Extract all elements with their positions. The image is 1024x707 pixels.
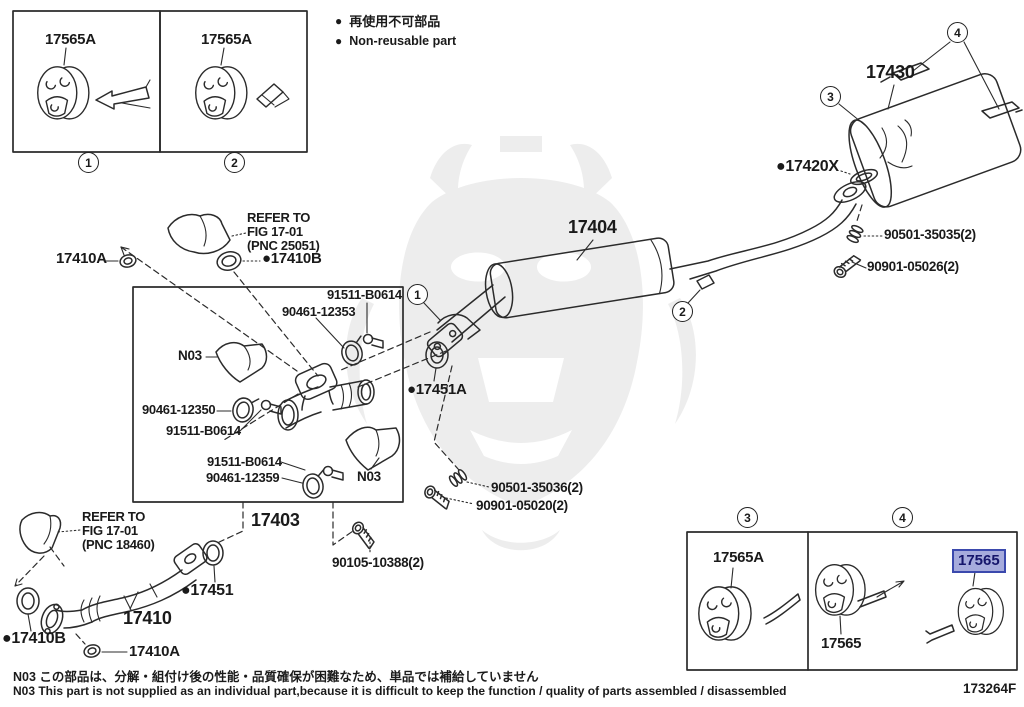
- refer-line-3: (PNC 18460): [82, 537, 155, 552]
- label-clamp-90461-12350[interactable]: 90461-12350: [142, 402, 216, 417]
- non-reusable-dot-icon: ●: [335, 34, 343, 48]
- refer-line-3: (PNC 25051): [247, 238, 320, 253]
- label-bolt-91511-top[interactable]: 91511-B0614: [327, 287, 402, 302]
- document-number: 173264F: [963, 681, 1017, 696]
- callout-3-muffler: 3: [820, 86, 841, 107]
- label-hanger-17565-center[interactable]: 17565: [821, 635, 862, 652]
- refer-note-25051: REFER TO FIG 17-01 (PNC 25051): [247, 211, 320, 253]
- inset-hanger-4-center-drawing: [814, 564, 905, 635]
- inset-hanger-1-drawing: [37, 66, 151, 120]
- label-gasket-17451[interactable]: ●17451: [181, 582, 234, 599]
- label-hanger-17565-selected[interactable]: 17565: [952, 549, 1006, 573]
- rear-spring-bolt-drawing: [831, 204, 883, 283]
- label-center-pipe-17403[interactable]: 17403: [251, 510, 300, 530]
- legend-text-jp: 再使用不可部品: [349, 14, 441, 29]
- construction-dashed-lines: [14, 246, 460, 645]
- gasket-17451-drawing: [202, 540, 224, 583]
- front-pipe-drawing: [40, 543, 208, 635]
- heat-shield-25051-drawing: [167, 213, 247, 255]
- note-en: N03 This part is not supplied as an indi…: [13, 684, 787, 698]
- heat-shield-n03-left-drawing: [205, 341, 268, 383]
- callout-2-inset: 2: [224, 152, 245, 173]
- callout-3-inset-bottom: 3: [737, 507, 758, 528]
- label-clamp-90461-12359[interactable]: 90461-12359: [206, 470, 280, 485]
- label-hanger-part-left[interactable]: 17565A: [45, 31, 96, 48]
- label-clamp-90461-12353[interactable]: 90461-12353: [282, 304, 356, 319]
- gasket-17410b-bottom-drawing: [16, 587, 40, 632]
- label-gasket-17420x[interactable]: ●17420X: [776, 158, 839, 175]
- label-nut-17410a-top[interactable]: 17410A: [56, 250, 107, 267]
- label-spring-bolt-90501-35036[interactable]: 90501-35036(2): [491, 480, 583, 495]
- label-gasket-17451a[interactable]: ●17451A: [407, 381, 467, 398]
- label-flange-bolt-90105[interactable]: 90105-10388(2): [332, 555, 424, 570]
- inset-hanger-2-drawing: [195, 66, 290, 120]
- inset-bottom-frame: [686, 531, 1018, 671]
- inset-hanger-4-right-drawing: [925, 571, 1004, 644]
- clamp-90461-12353-drawing: [315, 302, 384, 368]
- callout-4-inset-bottom: 4: [892, 507, 913, 528]
- nut-17410a-bottom-drawing: [83, 644, 128, 658]
- callout-1-pipe: 1: [407, 284, 428, 305]
- clamp-90461-12350-drawing: [216, 393, 282, 432]
- legend-row-en: ● Non-reusable part: [335, 34, 456, 48]
- nut-17410a-top-drawing: [103, 254, 137, 268]
- callout-4-muffler: 4: [947, 22, 968, 43]
- inset-hanger-3-drawing: [698, 567, 801, 641]
- flange-bolt-90105-drawing: [347, 519, 380, 555]
- refer-line-2: FIG 17-01: [247, 224, 303, 239]
- non-reusable-dot-icon: ●: [335, 13, 343, 28]
- label-center-muffler-17404[interactable]: 17404: [568, 217, 617, 237]
- label-gasket-17410b-bottom[interactable]: ●17410B: [2, 630, 66, 647]
- legend-text-en: Non-reusable part: [349, 34, 457, 48]
- rear-gasket-17420x-drawing: [840, 168, 879, 186]
- tail-pipe-drawing: [669, 181, 867, 280]
- label-hanger-17565a-bottom[interactable]: 17565A: [713, 549, 764, 566]
- heat-shield-n03-right-drawing: [345, 426, 401, 471]
- legend-row-jp: ● 再使用不可部品: [335, 11, 440, 30]
- clamp-90461-12359-drawing: [280, 461, 344, 501]
- rear-muffler-drawing: [838, 41, 1023, 208]
- label-bolt-90901-05020[interactable]: 90901-05020(2): [476, 498, 568, 513]
- pipe-assembly-box-frame: [132, 286, 404, 503]
- gasket-17451a-drawing: [425, 341, 449, 382]
- refer-line-1: REFER TO: [82, 509, 146, 524]
- callout-1-inset: 1: [78, 152, 99, 173]
- label-gasket-17410b-top[interactable]: ●17410B: [262, 250, 322, 267]
- label-rear-muffler-17430[interactable]: 17430: [866, 62, 915, 82]
- gasket-17410b-top-drawing: [216, 251, 261, 271]
- refer-line-2: FIG 17-01: [82, 523, 138, 538]
- refer-line-1: REFER TO: [247, 210, 311, 225]
- label-bolt-91511-bottom[interactable]: 91511-B0614: [207, 454, 282, 469]
- label-spring-bolt-90501-35035[interactable]: 90501-35035(2): [884, 227, 976, 242]
- label-bolt-91511-left[interactable]: 91511-B0614: [166, 423, 241, 438]
- label-nut-17410a-bottom[interactable]: 17410A: [129, 643, 180, 660]
- spring-bolt-90501-35036-drawing: [421, 467, 490, 510]
- label-bolt-90901-05026[interactable]: 90901-05026(2): [867, 259, 959, 274]
- heat-shield-18460-drawing: [19, 511, 81, 554]
- watermark-mask-image: [346, 136, 696, 551]
- note-jp: N03 この部品は、分解・組付け後の性能・品質確保が困難なため、単品では補給して…: [13, 670, 539, 684]
- callout-2-pipe: 2: [672, 301, 693, 322]
- label-front-pipe-17410[interactable]: 17410: [123, 608, 172, 628]
- label-hanger-part-right[interactable]: 17565A: [201, 31, 252, 48]
- label-shield-n03-right[interactable]: N03: [357, 469, 381, 484]
- refer-note-18460: REFER TO FIG 17-01 (PNC 18460): [82, 510, 155, 552]
- label-shield-n03-left[interactable]: N03: [178, 348, 202, 363]
- center-pipe-17403-drawing: [277, 362, 375, 431]
